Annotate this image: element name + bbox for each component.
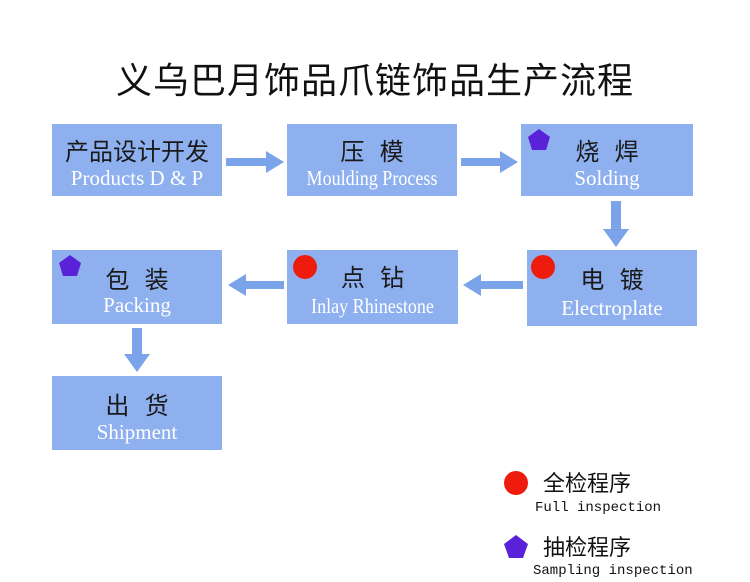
legend-sampling-inspection-en: Sampling inspection <box>533 563 693 579</box>
step-packing: 包 装 Packing <box>52 250 222 324</box>
step-cn-label: 出 货 <box>105 392 169 420</box>
arrow-right-icon <box>461 151 518 173</box>
red-circle-icon <box>504 471 528 495</box>
page-title: 义乌巴月饰品爪链饰品生产流程 <box>115 61 634 102</box>
step-moulding: 压 模 Moulding Process <box>287 124 457 196</box>
purple-pentagon-icon <box>528 129 550 150</box>
step-cn-label: 产品设计开发 <box>65 138 209 166</box>
arrow-down-icon <box>124 328 150 372</box>
red-circle-icon <box>293 255 317 279</box>
red-circle-icon <box>531 255 555 279</box>
step-cn-label: 电 镀 <box>580 266 644 294</box>
arrow-down-icon <box>603 201 629 247</box>
purple-pentagon-icon <box>59 255 81 276</box>
step-en-label: Inlay Rhinestone <box>311 294 434 318</box>
legend-full-inspection-cn: 全检程序 <box>543 472 632 497</box>
legend-full-inspection-en: Full inspection <box>535 500 662 516</box>
arrow-left-icon <box>228 274 284 296</box>
step-en-label: Packing <box>103 293 171 317</box>
step-product-design: 产品设计开发 Products D & P <box>52 124 222 196</box>
arrow-left-icon <box>463 274 523 296</box>
step-cn-label: 压 模 <box>340 138 404 166</box>
step-en-label: Solding <box>574 166 640 190</box>
step-cn-label: 烧 焊 <box>575 138 639 166</box>
purple-pentagon-icon <box>504 535 528 558</box>
step-electroplate: 电 镀 Electroplate <box>527 250 697 326</box>
step-cn-label: 包 装 <box>105 266 169 294</box>
step-en-label: Electroplate <box>561 296 663 320</box>
step-cn-label: 点 钻 <box>340 264 405 292</box>
step-shipment: 出 货 Shipment <box>52 376 222 450</box>
step-en-label: Shipment <box>96 420 178 444</box>
step-solding: 烧 焊 Solding <box>521 124 693 196</box>
step-en-label: Moulding Process <box>306 166 438 190</box>
step-en-label: Products D & P <box>70 166 204 190</box>
arrow-right-icon <box>226 151 284 173</box>
legend-sampling-inspection-cn: 抽检程序 <box>543 536 632 561</box>
